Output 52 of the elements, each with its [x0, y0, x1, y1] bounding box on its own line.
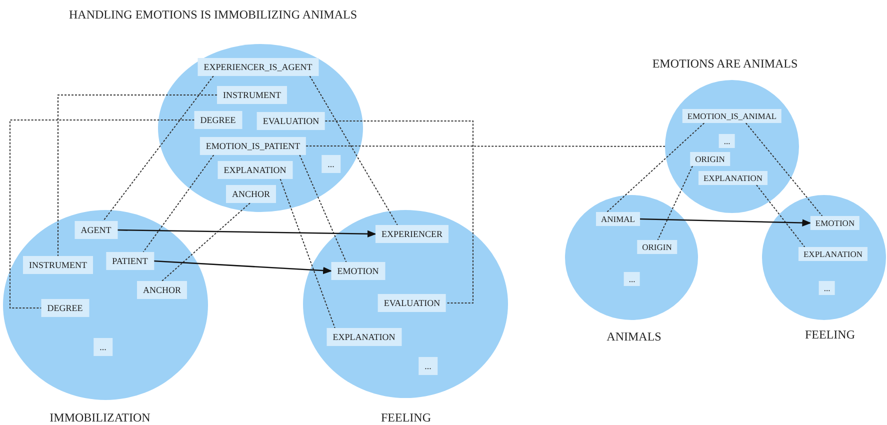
- arrow: [154, 260, 332, 274]
- role-box: ANCHOR: [226, 185, 276, 203]
- role-box: ANCHOR: [137, 281, 187, 299]
- circle-heading: IMMOBILIZATION: [50, 410, 150, 425]
- role-box: ...: [718, 134, 736, 148]
- connector-line: [324, 120, 474, 304]
- role-box: EXPLANATION: [798, 247, 868, 261]
- role-box: PATIENT: [106, 252, 154, 270]
- role-box: ...: [624, 272, 640, 286]
- role-box: EVALUATION: [378, 294, 446, 312]
- circle-heading: ANIMALS: [606, 330, 662, 344]
- connector-line: [162, 202, 250, 282]
- role-box: DEGREE: [194, 111, 242, 129]
- role-box: ...: [322, 155, 340, 173]
- role-box: ORIGIN: [637, 240, 677, 254]
- connector-line: [10, 120, 195, 308]
- role-box: ...: [418, 357, 438, 375]
- connector-line: [102, 76, 214, 222]
- connector-line: [756, 184, 806, 248]
- circle-heading: EMOTIONS ARE ANIMALS: [652, 56, 798, 72]
- connector-line: [280, 178, 336, 328]
- role-box: EMOTION: [810, 216, 860, 230]
- role-box: EMOTION_IS_PATIENT: [200, 137, 306, 155]
- role-box: ...: [94, 338, 112, 356]
- connector-line: [58, 94, 218, 256]
- arrow: [117, 229, 376, 238]
- role-box: AGENT: [74, 221, 118, 239]
- role-box: EMOTION: [331, 262, 385, 280]
- connector-line: [745, 122, 823, 216]
- connector-line: [309, 76, 398, 226]
- role-box: EXPERIENCER: [376, 225, 448, 243]
- arrow: [640, 218, 812, 226]
- role-box: ANIMAL: [596, 212, 640, 226]
- connector-line: [306, 146, 666, 147]
- role-box: INSTRUMENT: [217, 86, 287, 104]
- role-box: DEGREE: [41, 299, 89, 317]
- role-box: EXPLANATION: [326, 328, 402, 346]
- role-box: EXPLANATION: [218, 161, 292, 179]
- circle-heading: HANDLING EMOTIONS IS IMMOBILIZING ANIMALS: [69, 8, 357, 22]
- connector-line: [299, 154, 347, 262]
- role-box: ORIGIN: [690, 152, 730, 166]
- role-box: EVALUATION: [256, 112, 326, 130]
- connector-line: [606, 122, 705, 212]
- connector-line: [657, 166, 693, 240]
- role-box: EMOTION_IS_ANIMAL: [682, 109, 782, 123]
- connector-line: [142, 154, 214, 252]
- role-box: INSTRUMENT: [23, 256, 93, 274]
- role-box: ...: [818, 281, 836, 295]
- role-box: EXPLANATION: [698, 171, 768, 185]
- role-box: EXPERIENCER_IS_AGENT: [198, 58, 318, 76]
- circle-heading: FEELING: [805, 328, 855, 342]
- circle-heading: FEELING: [381, 410, 431, 425]
